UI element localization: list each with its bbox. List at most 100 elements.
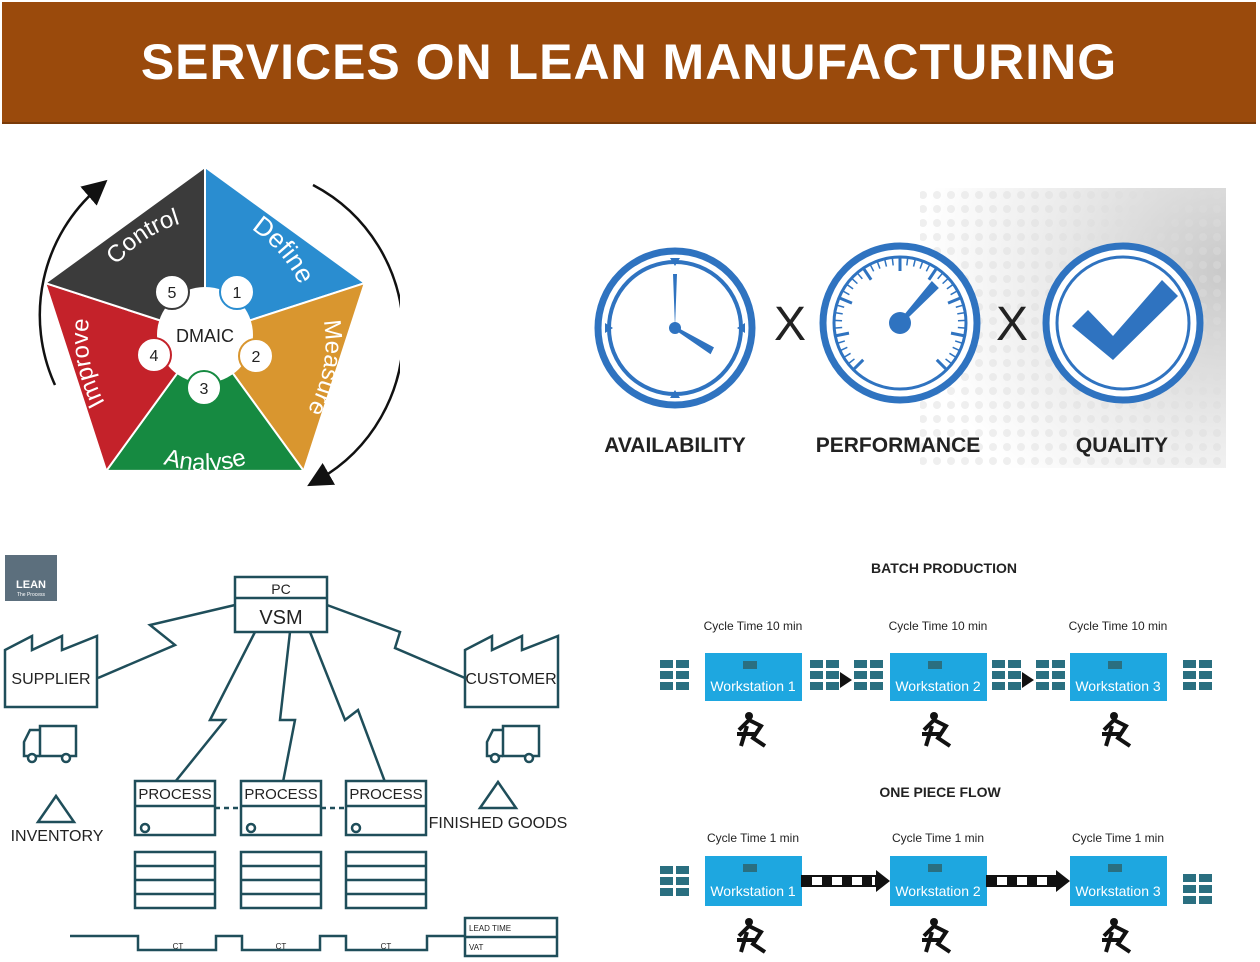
- oee-panel: X X AVAILABILITY PERFORMANCE QUALITY: [594, 188, 1226, 468]
- supplier-factory-icon: [3, 633, 99, 709]
- value-stream-map: LEAN The Process PC VSM SUPPLIER CUSTOME…: [3, 555, 568, 958]
- arrow-icon: [1022, 672, 1034, 688]
- batch-production-title: BATCH PRODUCTION: [871, 560, 1017, 576]
- one-piece-worker-icon-3: [1102, 918, 1132, 954]
- truck-icon-supplier: [22, 724, 78, 764]
- inventory-triangle-icon: [35, 793, 77, 824]
- cycle-time-label: Cycle Time 1 min: [707, 831, 799, 845]
- process-label-2: PROCESS: [244, 786, 317, 803]
- step-badge-control: 5: [154, 274, 190, 310]
- production-control-box: [233, 575, 329, 634]
- multiply-sign-1: X: [774, 298, 806, 351]
- label-availability: AVAILABILITY: [604, 434, 746, 457]
- title-banner: SERVICES ON LEAN MANUFACTURING: [2, 2, 1256, 124]
- workstation-label: Workstation 2: [895, 883, 981, 899]
- workstation-label: Workstation 1: [710, 883, 796, 899]
- batch-worker-icon-3: [1102, 712, 1132, 748]
- dmaic-center: [157, 287, 253, 383]
- ct-label-1: CT: [173, 942, 184, 951]
- info-flow-process-2: [278, 631, 297, 783]
- inventory-grid-icon: [660, 660, 689, 690]
- lean-logo: [5, 555, 57, 601]
- workstation-label: Workstation 3: [1075, 883, 1161, 899]
- cycle-time-label: Cycle Time 10 min: [1069, 619, 1168, 633]
- step-number: 1: [233, 285, 242, 302]
- info-flow-supplier: [97, 603, 236, 680]
- workstation-label: Workstation 3: [1075, 678, 1161, 694]
- workstation-label: Workstation 1: [710, 678, 796, 694]
- cycle-time-label: Cycle Time 10 min: [704, 619, 803, 633]
- process-box-3: [344, 779, 428, 837]
- pc-label: PC: [271, 581, 290, 597]
- step-number: 3: [200, 381, 209, 398]
- dmaic-wheel: DMAIC Define Measure Analyse Improve Con…: [38, 165, 400, 487]
- dmaic-center-label: DMAIC: [176, 326, 234, 346]
- lean-logo-title: LEAN: [16, 579, 46, 591]
- step-badge-analyse: 3: [186, 370, 222, 406]
- clock-icon: [594, 247, 756, 409]
- inventory-grid-icon: [1183, 660, 1212, 690]
- flow-comparison: BATCH PRODUCTION ONE PIECE FLOW Cycle Ti…: [660, 560, 1212, 954]
- one-piece-worker-icon-1: [737, 918, 767, 954]
- data-box-3: [344, 850, 428, 910]
- cycle-arrow-left: [38, 179, 108, 386]
- inventory-grid-icon: [1036, 660, 1065, 690]
- cycle-time-label: Cycle Time 1 min: [1072, 831, 1164, 845]
- label-quality: QUALITY: [1076, 434, 1168, 457]
- inventory-grid-icon: [660, 866, 689, 896]
- inventory-grid-icon: [854, 660, 883, 690]
- info-flow-process-1: [174, 631, 257, 783]
- inventory-grid-icon: [992, 660, 1021, 690]
- finished-goods-label: FINISHED GOODS: [429, 815, 568, 832]
- vsm-label: VSM: [259, 607, 302, 629]
- page-title: SERVICES ON LEAN MANUFACTURING: [140, 34, 1118, 90]
- finished-goods-triangle-icon: [477, 779, 519, 810]
- batch-worker-icon-1: [737, 712, 767, 748]
- cycle-arrow-right: [307, 183, 400, 487]
- arrow-icon: [840, 672, 852, 688]
- process-label-1: PROCESS: [138, 786, 211, 803]
- lead-time-label: LEAD TIME: [469, 924, 511, 933]
- data-box-2: [239, 850, 323, 910]
- info-flow-customer: [326, 603, 466, 680]
- info-flow-process-3: [308, 631, 387, 783]
- truck-icon-customer: [485, 724, 541, 764]
- multiply-sign-2: X: [996, 298, 1028, 351]
- customer-label: CUSTOMER: [465, 671, 556, 688]
- workstation-label: Workstation 2: [895, 678, 981, 694]
- step-badge-measure: 2: [238, 338, 274, 374]
- lead-time-ladder: [70, 934, 465, 952]
- inventory-grid-icon: [810, 660, 839, 690]
- label-performance: PERFORMANCE: [816, 434, 981, 457]
- conveyor-arrow-2: [986, 870, 1070, 892]
- process-label-3: PROCESS: [349, 786, 422, 803]
- step-badge-define: 1: [219, 274, 255, 310]
- process-box-2: [239, 779, 323, 837]
- checkmark-icon: [1042, 242, 1204, 404]
- customer-factory-icon: [463, 633, 560, 709]
- dmaic-step-badges: 1 2 3 4 5: [136, 274, 274, 406]
- one-piece-worker-icon-2: [922, 918, 952, 954]
- batch-worker-icon-2: [922, 712, 952, 748]
- one-piece-flow-title: ONE PIECE FLOW: [879, 784, 1001, 800]
- step-number: 2: [252, 349, 261, 366]
- ct-label-3: CT: [381, 942, 392, 951]
- ct-label-2: CT: [276, 942, 287, 951]
- step-number: 5: [168, 285, 177, 302]
- lean-logo-subtitle: The Process: [17, 592, 46, 598]
- conveyor-arrow-1: [801, 870, 890, 892]
- data-box-1: [133, 850, 217, 910]
- cycle-time-label: Cycle Time 10 min: [889, 619, 988, 633]
- process-box-1: [133, 779, 217, 837]
- supplier-label: SUPPLIER: [11, 671, 90, 688]
- step-number: 4: [150, 348, 159, 365]
- step-badge-improve: 4: [136, 337, 172, 373]
- inventory-grid-icon: [1183, 874, 1212, 904]
- inventory-label: INVENTORY: [11, 828, 104, 845]
